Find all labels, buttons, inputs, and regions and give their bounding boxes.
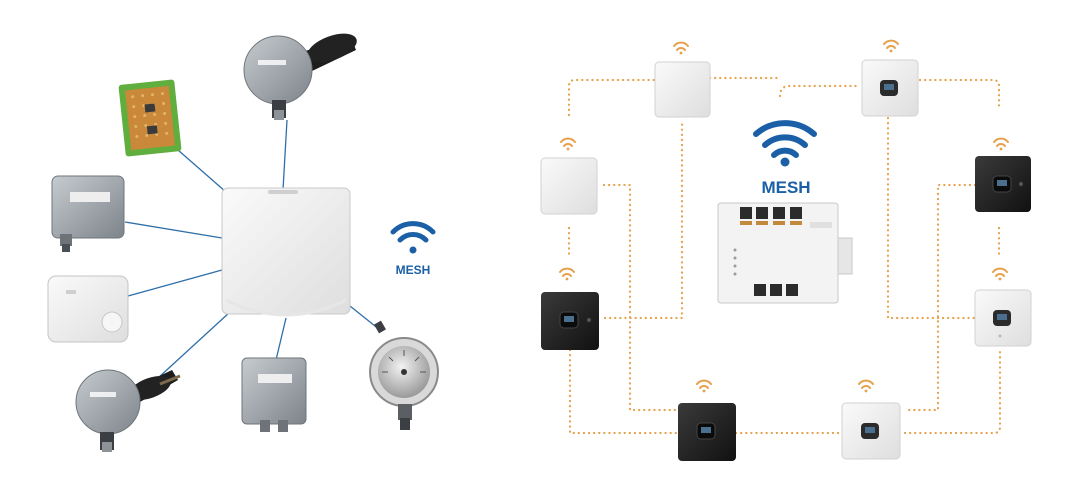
mesh-link bbox=[778, 84, 862, 98]
wifi-icon bbox=[559, 267, 575, 281]
duct-temperature-sensor-top bbox=[243, 33, 357, 120]
mesh-link bbox=[567, 78, 657, 117]
mesh-link bbox=[568, 348, 680, 435]
right-mesh-indicator: MESH bbox=[753, 120, 817, 197]
wall-mounted-sensor bbox=[51, 175, 125, 252]
right-panel: MESH bbox=[540, 39, 1032, 461]
link-line-pcb bbox=[177, 149, 227, 193]
white-wireless-sensor bbox=[540, 157, 598, 215]
wifi-icon bbox=[858, 379, 874, 393]
wifi-icon bbox=[993, 137, 1009, 151]
device-wifi-icons bbox=[559, 39, 1009, 393]
wifi-icon bbox=[673, 41, 689, 55]
black-display-sensor bbox=[975, 156, 1031, 212]
mesh-link bbox=[903, 350, 1002, 435]
room-thermostat bbox=[47, 275, 129, 343]
central-controller bbox=[717, 202, 853, 304]
duct-temperature-sensor-bottom bbox=[75, 369, 181, 452]
hub-connection-lines bbox=[124, 119, 381, 379]
white-display-sensor bbox=[861, 59, 919, 117]
wifi-icon bbox=[560, 137, 576, 151]
wifi-icon bbox=[883, 39, 899, 53]
link-line-bottom-sensor bbox=[275, 317, 287, 361]
mesh-dotted-links bbox=[567, 76, 1002, 435]
left-mesh-indicator: MESH bbox=[390, 221, 436, 277]
mesh-link bbox=[602, 183, 680, 412]
black-display-sensor bbox=[678, 403, 736, 461]
mesh-label-left: MESH bbox=[396, 263, 431, 277]
pcb-board bbox=[118, 79, 182, 157]
white-wireless-sensor bbox=[654, 61, 711, 118]
mesh-link bbox=[886, 116, 977, 320]
wifi-mesh-icon bbox=[390, 221, 436, 254]
wifi-icon bbox=[992, 267, 1008, 281]
white-display-sensor bbox=[974, 289, 1032, 347]
link-line-duct-sensor-bottom bbox=[157, 311, 231, 379]
white-display-sensor bbox=[841, 402, 901, 460]
central-hub bbox=[221, 187, 351, 317]
differential-pressure-gauge bbox=[369, 320, 439, 430]
wifi-icon bbox=[696, 379, 712, 393]
black-display-sensor bbox=[541, 292, 599, 350]
bottom-wall-sensor bbox=[241, 357, 307, 432]
link-line-duct-sensor-top bbox=[282, 119, 288, 191]
mesh-link bbox=[603, 120, 684, 320]
link-line-room-thermostat bbox=[127, 269, 223, 297]
left-panel: MESH bbox=[47, 33, 439, 452]
mesh-label-right: MESH bbox=[761, 178, 810, 197]
wifi-mesh-icon bbox=[753, 120, 817, 167]
mesh-link bbox=[918, 78, 1001, 112]
mesh-link bbox=[904, 183, 977, 412]
link-line-wall-sensor bbox=[124, 221, 223, 239]
